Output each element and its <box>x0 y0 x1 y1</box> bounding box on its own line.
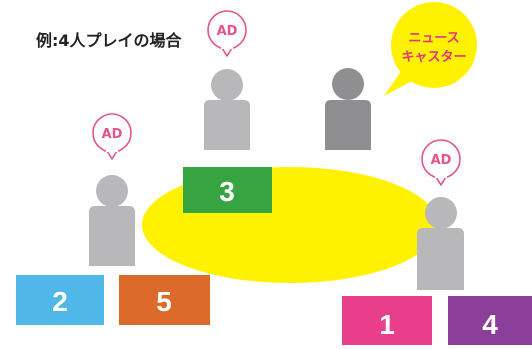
player-figure-3 <box>204 69 250 150</box>
seat-4-number: 4 <box>482 309 498 340</box>
player-figure-1 <box>417 197 464 290</box>
ad-bubble-1: AD <box>421 139 461 186</box>
seat-3: 3 <box>183 167 272 213</box>
news-caster-line1: ニュース <box>408 31 459 46</box>
news-caster-line2: キャスター <box>401 50 466 65</box>
seat-1: 1 <box>342 296 432 345</box>
ad-bubble-2: AD <box>92 113 132 160</box>
seat-5: 5 <box>119 275 210 325</box>
caption: 例:4人プレイの場合 <box>36 31 183 50</box>
seat-5-number: 5 <box>156 286 172 317</box>
seat-3-box <box>183 167 272 213</box>
seat-2: 2 <box>16 275 104 325</box>
ad-bubble-3: AD <box>207 10 247 57</box>
seat-4-box <box>448 296 532 345</box>
ad-label: AD <box>217 24 238 39</box>
seat-4: 4 <box>448 296 532 345</box>
news-caster-bubble: ニュース キャスター <box>384 2 477 96</box>
ad-label: AD <box>102 127 123 142</box>
player-figure-2 <box>89 175 135 266</box>
news-caster-figure <box>325 68 371 150</box>
seat-3-number: 3 <box>219 176 235 207</box>
seat-2-box <box>16 275 104 325</box>
seat-2-number: 2 <box>52 286 68 317</box>
seat-5-box <box>119 275 210 325</box>
seat-1-box <box>342 296 432 345</box>
ad-label: AD <box>431 153 452 168</box>
seat-1-number: 1 <box>379 309 395 340</box>
